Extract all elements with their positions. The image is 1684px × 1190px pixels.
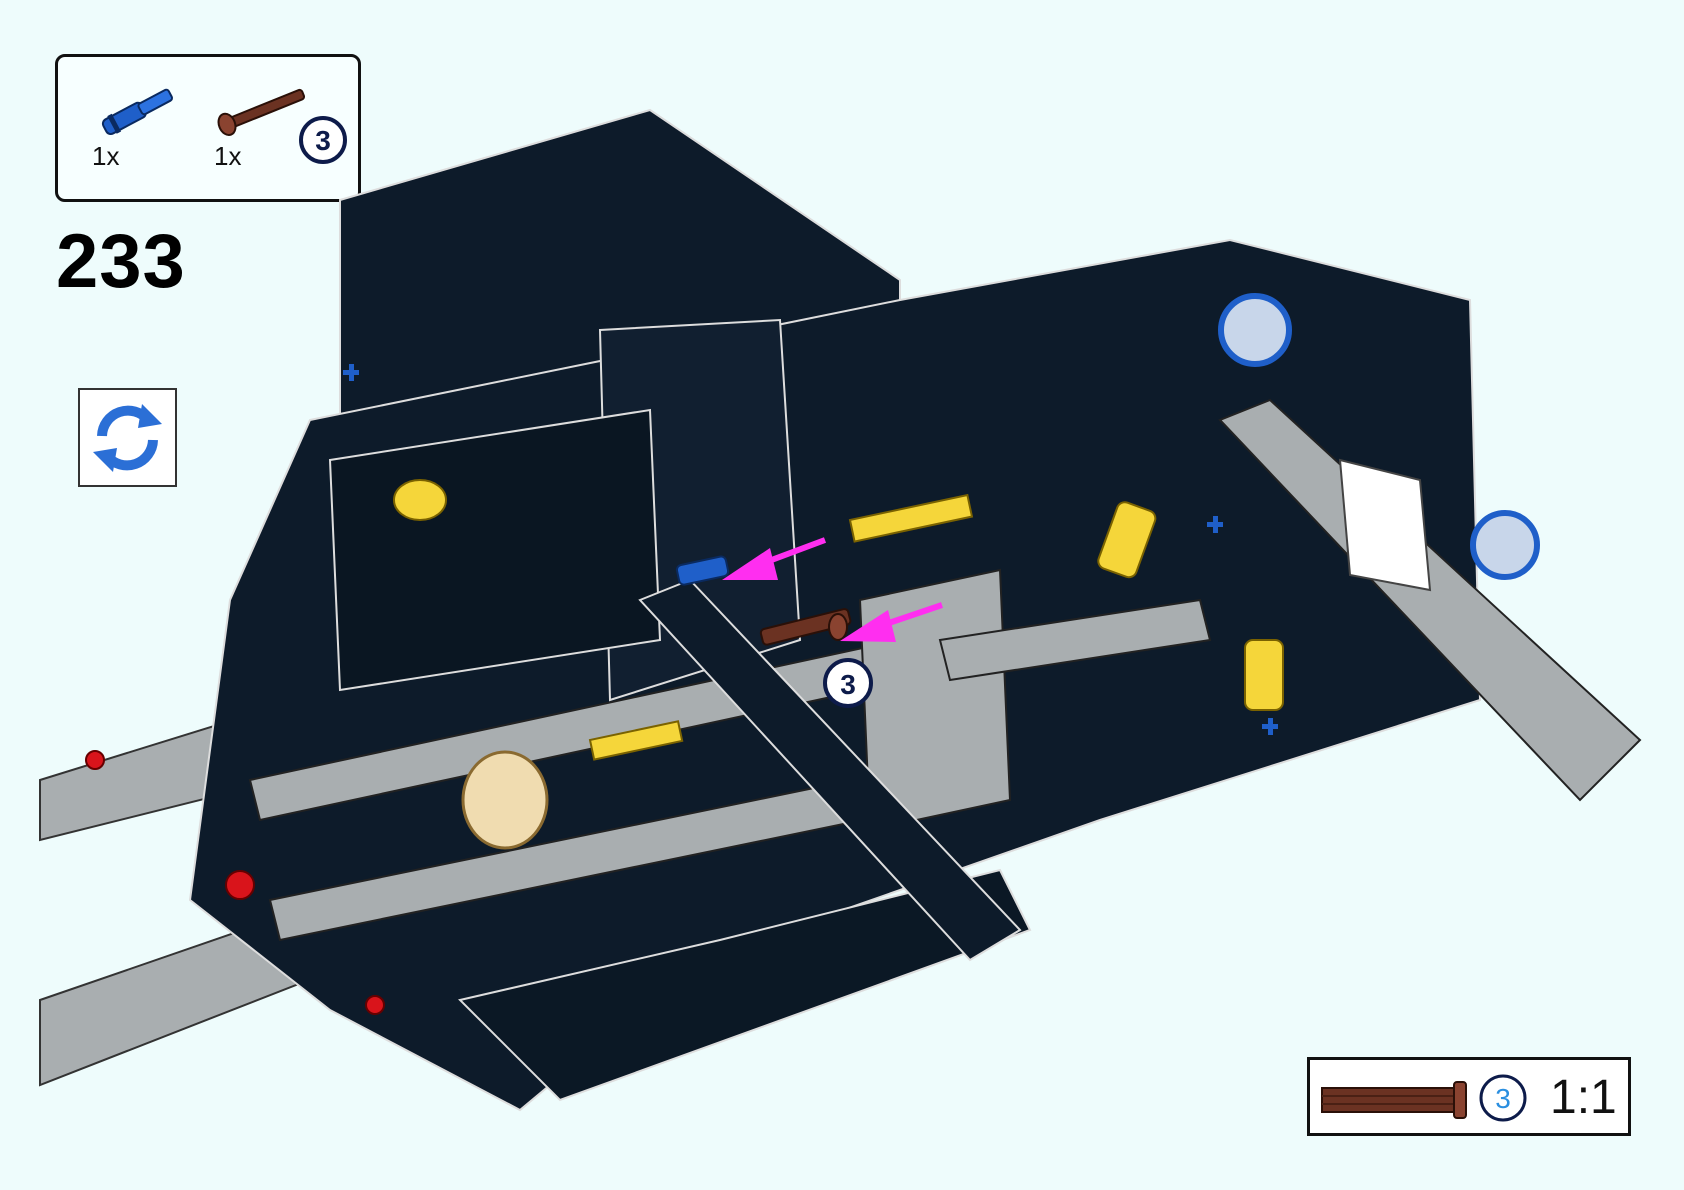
yellow-parts [393, 479, 1284, 761]
blue-plus-marks [343, 364, 1278, 735]
blue-pin-placement [675, 555, 730, 586]
scale-callout-icon: 3 [1479, 1074, 1527, 1122]
white-panel [1338, 458, 1432, 592]
blue-pin-with-axle-icon [101, 88, 174, 136]
model-callout-circle [823, 658, 873, 708]
brown-axle-pin-scale-icon [1321, 1081, 1467, 1119]
scale-label: 1:1 [1550, 1071, 1617, 1124]
brown-axle-pin-icon [217, 88, 306, 137]
parts-callout-number: 3 [315, 125, 331, 156]
blue-pin-quantity: 1x [92, 141, 120, 171]
scale-callout-number: 3 [1495, 1083, 1511, 1114]
rotate-model-icon [93, 404, 162, 472]
scale-reference-box: 3 1:1 [1307, 1057, 1631, 1136]
frame-beam-diagonal [638, 578, 1022, 962]
blue-hubs [1218, 293, 1540, 580]
red-pins [85, 750, 385, 1015]
brown-axle-pin-placement [759, 608, 852, 646]
step-number: 233 [56, 219, 186, 304]
tan-gear [461, 750, 549, 850]
model-callout-number: 3 [840, 669, 856, 700]
rotate-model-button[interactable] [78, 388, 177, 487]
model-main-body [188, 108, 1482, 1112]
placement-arrows [722, 537, 943, 642]
brown-pin-quantity: 1x [214, 141, 242, 171]
parts-list-box: 1x 1x 3 [55, 54, 361, 202]
callout-3-icon: 3 [299, 116, 347, 164]
